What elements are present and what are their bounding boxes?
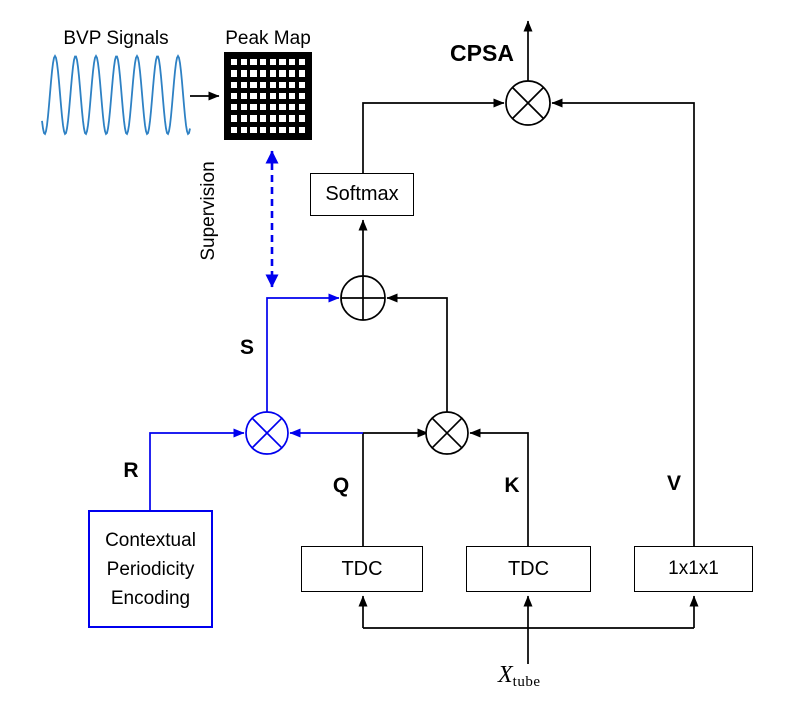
peak-map-cell bbox=[231, 59, 238, 66]
peak-map-cell bbox=[231, 92, 238, 100]
edge-label-s: S bbox=[239, 336, 254, 359]
peak-map-cell bbox=[279, 70, 286, 77]
peak-map-cell bbox=[260, 92, 267, 100]
edge-s-to-sum bbox=[266, 293, 340, 412]
peak-map-cell bbox=[289, 92, 296, 100]
tdc-q-label: TDC bbox=[341, 557, 383, 580]
peak-map-cell bbox=[298, 126, 305, 133]
supervision-label: Supervision bbox=[198, 161, 219, 261]
peak-map-label: Peak Map bbox=[225, 28, 311, 49]
edge-qk-multiply-to-sum bbox=[386, 293, 448, 412]
peak-map-cell bbox=[279, 59, 286, 66]
peak-map-cell bbox=[231, 81, 238, 88]
tdc-k-block: TDC bbox=[466, 546, 591, 592]
peak-map-cell bbox=[240, 126, 247, 133]
peak-map-cell bbox=[298, 115, 305, 122]
edge-v-to-output-multiply bbox=[551, 98, 695, 546]
peak-map-cell bbox=[279, 115, 286, 122]
peak-map-cell bbox=[240, 81, 247, 88]
peak-map-cell bbox=[260, 81, 267, 88]
peak-map-cell bbox=[250, 59, 257, 66]
peak-map-cell bbox=[260, 104, 267, 111]
edge-label-v: V bbox=[666, 472, 681, 495]
peak-map-cell bbox=[231, 104, 238, 111]
x-tube-base: X bbox=[498, 662, 513, 688]
peak-map-cell bbox=[260, 70, 267, 77]
edge-k-to-qk-multiply bbox=[469, 428, 529, 546]
bvp-waveform bbox=[41, 54, 191, 136]
output-multiply-node bbox=[505, 80, 551, 126]
tdc-q-block: TDC bbox=[301, 546, 423, 592]
cpsa-title-label: CPSA bbox=[450, 40, 514, 66]
peak-map-cell bbox=[250, 115, 257, 122]
peak-map-cell bbox=[269, 70, 276, 77]
peak-map-cell bbox=[289, 81, 296, 88]
peak-map-cell bbox=[289, 59, 296, 66]
bvp-signals-label: BVP Signals bbox=[63, 28, 169, 49]
peak-map-cell bbox=[250, 126, 257, 133]
conv-1x1x1-block: 1x1x1 bbox=[634, 546, 753, 592]
tdc-k-label: TDC bbox=[507, 557, 550, 580]
peak-map-cell bbox=[250, 81, 257, 88]
peak-map-cell bbox=[250, 70, 257, 77]
peak-map-cell bbox=[240, 70, 247, 77]
peak-map-cell bbox=[231, 115, 238, 122]
qk-multiply-node bbox=[425, 411, 469, 455]
peak-map-cell bbox=[240, 59, 247, 66]
peak-map-cell bbox=[240, 115, 247, 122]
peak-map-cell bbox=[250, 104, 257, 111]
peak-map-cell bbox=[260, 59, 267, 66]
peak-map-cell bbox=[279, 104, 286, 111]
peak-map-cell bbox=[298, 92, 305, 100]
edge-label-k: K bbox=[504, 474, 520, 497]
peak-map-cell bbox=[269, 92, 276, 100]
edge-label-q: Q bbox=[332, 474, 350, 497]
cpe-line-3: Encoding bbox=[110, 587, 191, 609]
rq-multiply-node bbox=[245, 411, 289, 455]
peak-map-cell bbox=[279, 92, 286, 100]
peak-map-cell bbox=[250, 92, 257, 100]
peak-map-cell bbox=[269, 59, 276, 66]
edge-softmax-to-output-multiply bbox=[362, 98, 505, 173]
peak-map-cell bbox=[298, 104, 305, 111]
edge-label-r: R bbox=[123, 459, 139, 482]
peak-map-cell bbox=[240, 104, 247, 111]
peak-map-cell bbox=[298, 70, 305, 77]
cpe-line-1: Contextual bbox=[105, 529, 196, 551]
peak-map-cell bbox=[289, 115, 296, 122]
peak-map-cell bbox=[231, 126, 238, 133]
peak-map-cell bbox=[289, 104, 296, 111]
peak-map-cell bbox=[269, 126, 276, 133]
sum-node bbox=[340, 275, 386, 321]
peak-map bbox=[224, 52, 312, 140]
peak-map-cell bbox=[260, 115, 267, 122]
x-tube-subscript: tube bbox=[512, 674, 541, 690]
softmax-block: Softmax bbox=[310, 173, 414, 216]
peak-map-cell bbox=[269, 104, 276, 111]
peak-map-cell bbox=[240, 92, 247, 100]
peak-map-cell bbox=[298, 59, 305, 66]
peak-map-cell bbox=[279, 81, 286, 88]
peak-map-cell bbox=[269, 81, 276, 88]
peak-map-cell bbox=[289, 126, 296, 133]
peak-map-cell bbox=[269, 115, 276, 122]
contextual-periodicity-encoding-block: Contextual Periodicity Encoding bbox=[88, 510, 213, 628]
peak-map-cell bbox=[289, 70, 296, 77]
peak-map-cell bbox=[298, 81, 305, 88]
softmax-label: Softmax bbox=[325, 183, 399, 205]
peak-map-cell bbox=[231, 70, 238, 77]
peak-map-cell bbox=[279, 126, 286, 133]
x-tube-input-label: Xtube bbox=[498, 662, 568, 691]
peak-map-cell bbox=[260, 126, 267, 133]
cpe-line-2: Periodicity bbox=[106, 558, 195, 580]
edge-r-to-rq-multiply bbox=[149, 428, 245, 510]
conv-1x1x1-label: 1x1x1 bbox=[668, 558, 719, 579]
